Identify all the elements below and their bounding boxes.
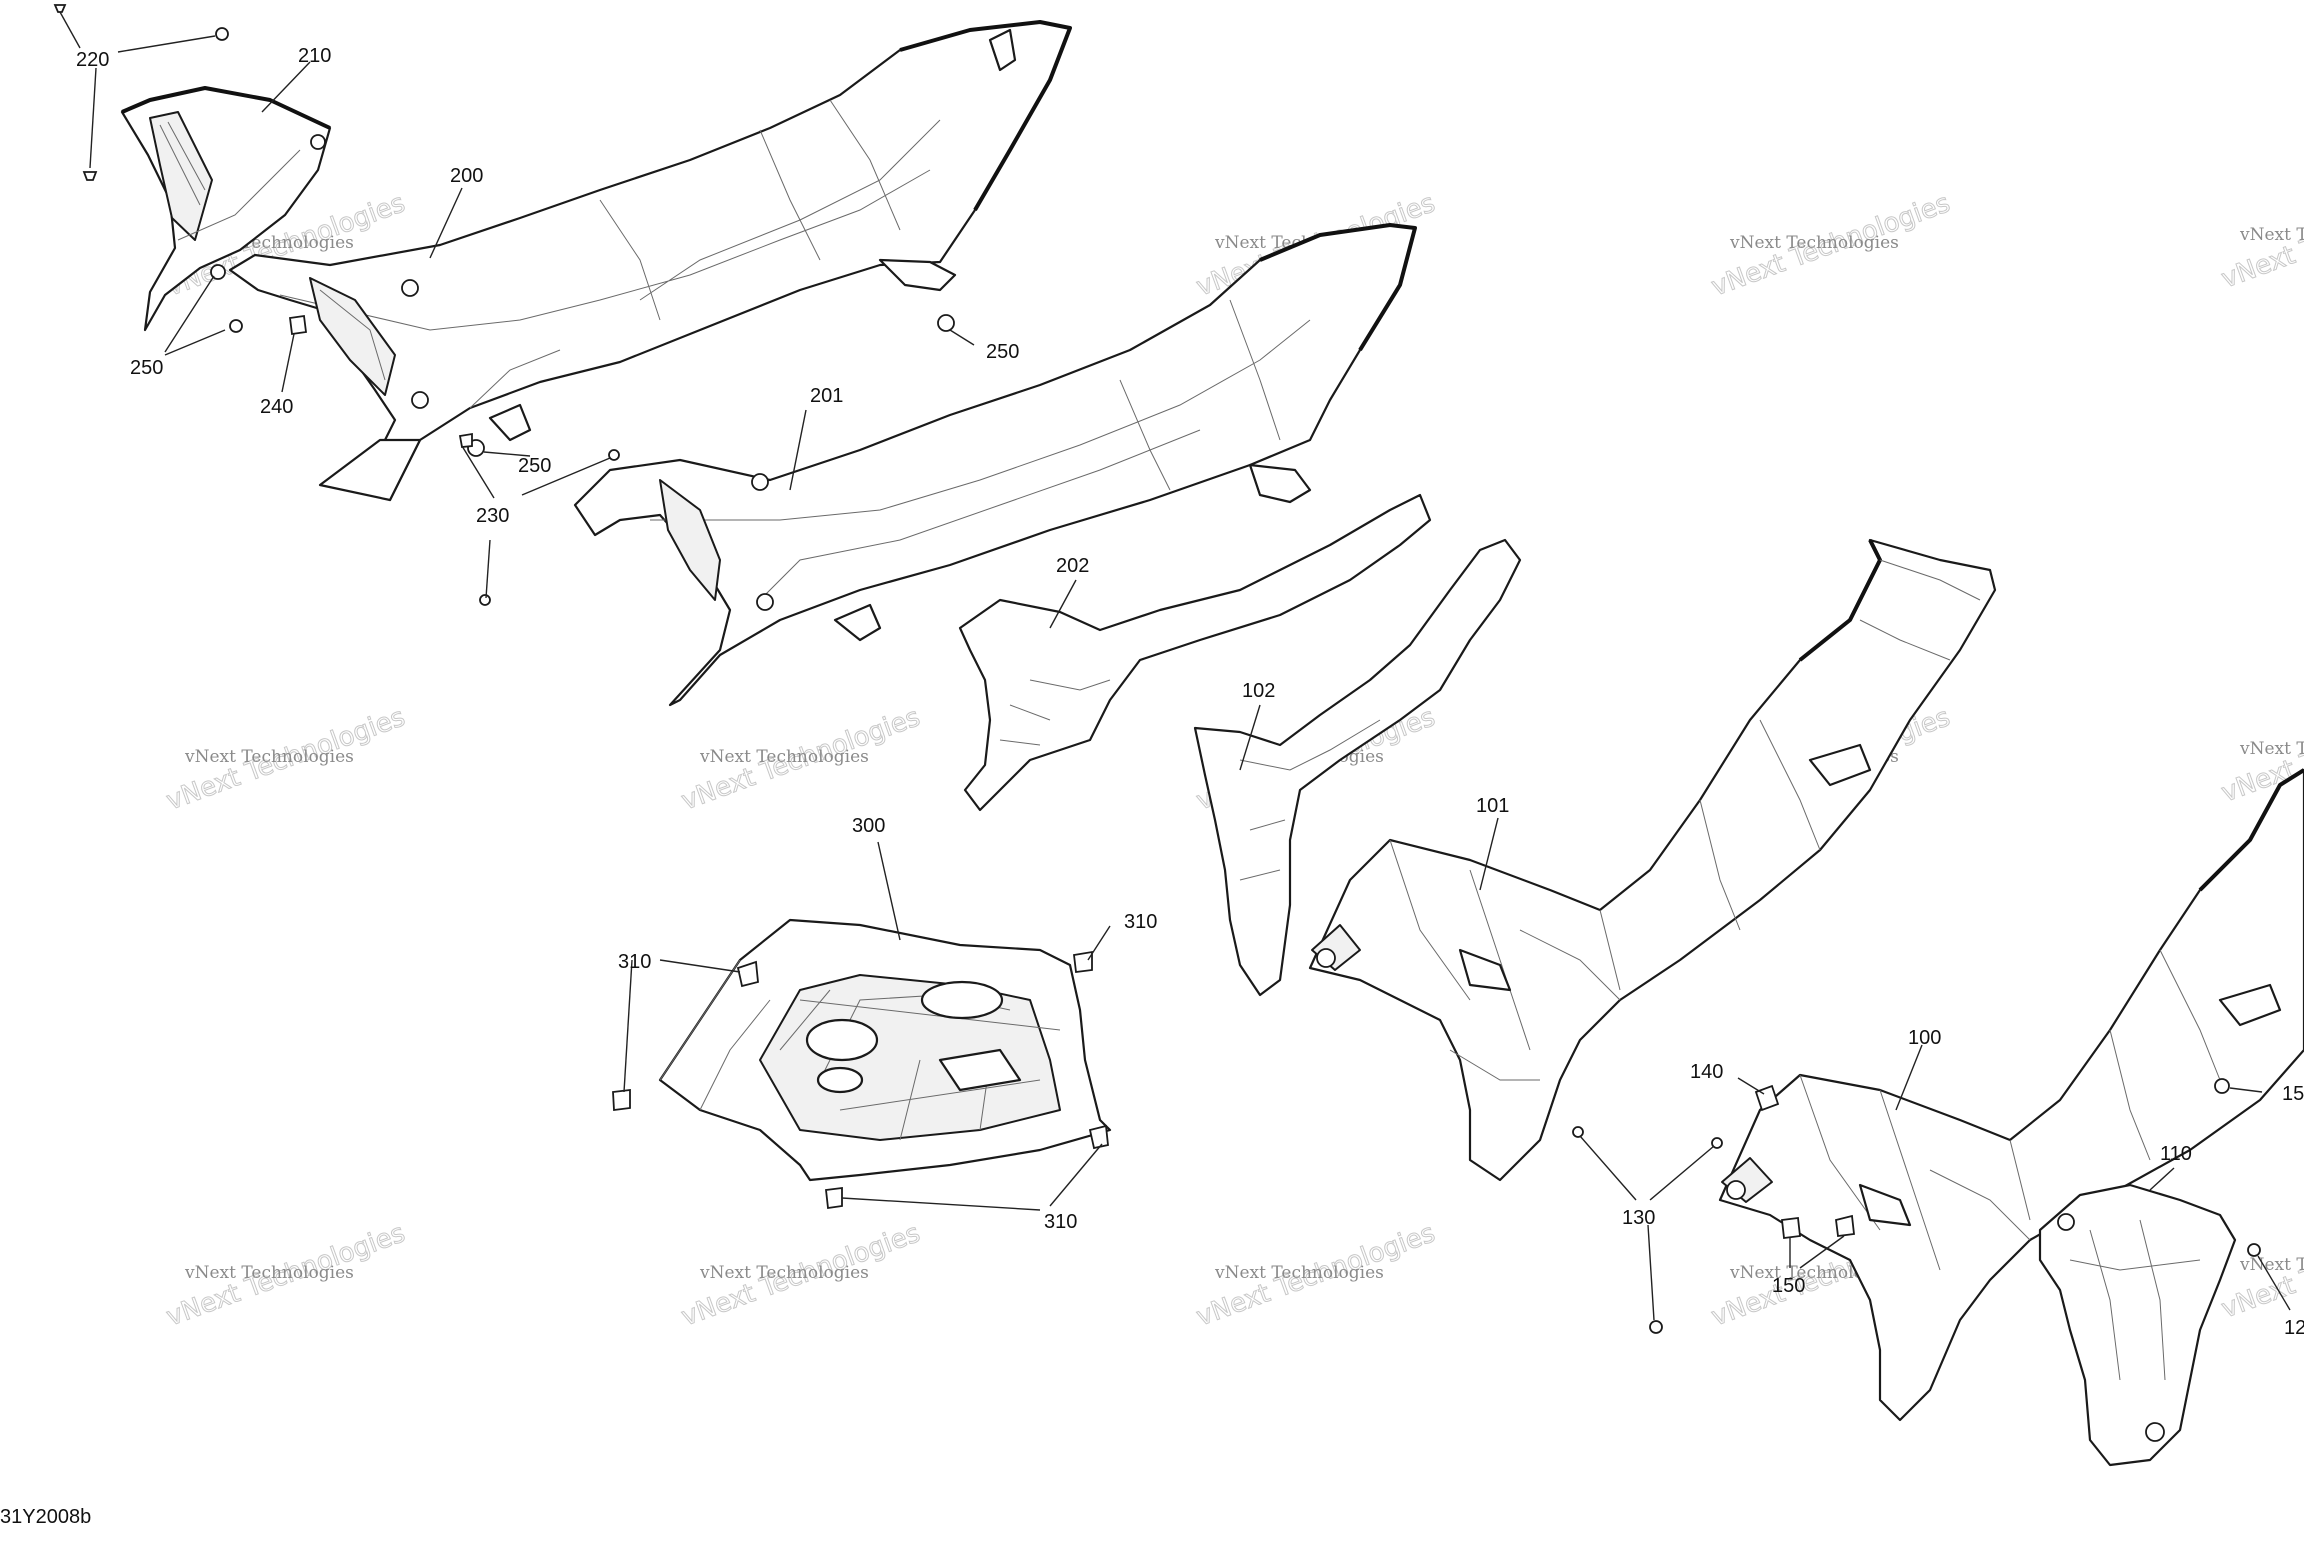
clip-icon bbox=[825, 1186, 843, 1210]
callout-300: 300 bbox=[852, 815, 885, 837]
clip-icon bbox=[1073, 950, 1093, 974]
watermark: vNext Technologies vNext Technologies bbox=[677, 1218, 924, 1333]
hole-icon bbox=[1316, 948, 1336, 968]
hole-icon bbox=[1726, 1180, 1746, 1200]
callout-15: 15 bbox=[2282, 1083, 2304, 1105]
svg-text:vNext Technologies: vNext Technologies bbox=[184, 747, 354, 767]
callout-12: 12 bbox=[2284, 1317, 2304, 1339]
part-210-side-vent-panel bbox=[120, 86, 332, 332]
callout-240: 240 bbox=[260, 396, 293, 418]
hole-icon bbox=[411, 391, 429, 409]
watermark: vNext Technologies vNext Technologies bbox=[1192, 1218, 1439, 1333]
hole-icon bbox=[2145, 1422, 2165, 1442]
callout-110: 110 bbox=[2160, 1143, 2192, 1165]
clip-icon bbox=[1835, 1214, 1855, 1238]
nut-icon bbox=[937, 314, 955, 332]
nut-icon bbox=[1711, 1137, 1723, 1149]
callout-250: 250 bbox=[518, 455, 551, 477]
svg-text:vNext Technologies: vNext Technologies bbox=[1729, 233, 1899, 253]
callout-250: 250 bbox=[986, 341, 1019, 363]
watermark: vNext Technologies vNext Technologies bbox=[162, 702, 409, 817]
clip-icon bbox=[1088, 1124, 1109, 1150]
nut-icon bbox=[229, 319, 243, 333]
clip-icon bbox=[736, 960, 759, 988]
callout-100: 100 bbox=[1908, 1027, 1941, 1049]
nut-icon bbox=[1572, 1126, 1584, 1138]
hole-icon bbox=[751, 473, 769, 491]
callout-150: 150 bbox=[1772, 1275, 1805, 1297]
hole-icon bbox=[401, 279, 419, 297]
nut-icon bbox=[2214, 1078, 2230, 1094]
callout-labels: 220 210 200 250 240 250 250 230 201 202 … bbox=[76, 45, 2304, 1339]
nut-icon bbox=[210, 264, 226, 280]
nut-icon bbox=[479, 594, 491, 606]
watermark: vNext Technologies vNext Technologies bbox=[2217, 1210, 2304, 1325]
svg-text:vNext Technologies: vNext Technologies bbox=[2239, 739, 2304, 759]
part-100-lower-panel bbox=[1718, 768, 2304, 1422]
svg-text:vNext Technologies: vNext Technologies bbox=[2239, 225, 2304, 245]
callout-220: 220 bbox=[76, 49, 109, 71]
clip-icon bbox=[215, 27, 229, 41]
svg-text:vNext Technologies: vNext Technologies bbox=[1214, 1263, 1384, 1283]
part-202-liner bbox=[958, 493, 1432, 812]
hole-icon bbox=[2057, 1213, 2075, 1231]
clip-icon bbox=[288, 314, 308, 336]
callout-250: 250 bbox=[130, 357, 163, 379]
watermark: vNext Technologies vNext Technologies bbox=[677, 702, 924, 817]
clip-icon bbox=[1781, 1216, 1801, 1240]
callout-310: 310 bbox=[618, 951, 651, 973]
screw-icon bbox=[82, 171, 98, 181]
nut-icon bbox=[1649, 1320, 1663, 1334]
nut-icon bbox=[608, 449, 620, 461]
svg-text:vNext Technologies: vNext Technologies bbox=[699, 1263, 869, 1283]
part-200-side-panel-left bbox=[228, 20, 1072, 502]
part-101-lower-panel bbox=[1308, 538, 1997, 1182]
watermark: vNext Technologies vNext Technologies bbox=[1707, 188, 1954, 303]
svg-text:vNext Technologies: vNext Technologies bbox=[699, 747, 869, 767]
hole-icon bbox=[756, 593, 774, 611]
leader-lines bbox=[59, 11, 2291, 1321]
clip-icon bbox=[612, 1088, 631, 1112]
callout-102: 102 bbox=[1242, 680, 1275, 702]
clip-icon bbox=[458, 432, 473, 448]
callout-130: 130 bbox=[1622, 1207, 1655, 1229]
fasteners bbox=[53, 4, 2261, 1334]
callout-101: 101 bbox=[1476, 795, 1509, 817]
nut-icon bbox=[2247, 1243, 2261, 1257]
part-300-storage-tray bbox=[658, 918, 1112, 1182]
callout-210: 210 bbox=[298, 45, 331, 67]
callout-201: 201 bbox=[810, 385, 843, 407]
part-110-corner-panel bbox=[2038, 1183, 2237, 1467]
screw-icon bbox=[53, 4, 67, 13]
document-id: 31Y2008b bbox=[0, 1506, 91, 1528]
callout-200: 200 bbox=[450, 165, 483, 187]
callout-310: 310 bbox=[1124, 911, 1157, 933]
part-201-side-panel-right bbox=[573, 223, 1417, 707]
callout-310: 310 bbox=[1044, 1211, 1077, 1233]
part-102-liner bbox=[1193, 538, 1522, 997]
callout-230: 230 bbox=[476, 505, 509, 527]
svg-text:vNext Technologies: vNext Technologies bbox=[184, 1263, 354, 1283]
watermark: vNext Technologies vNext Technologies bbox=[162, 1218, 409, 1333]
watermark: vNext Technologies vNext Technologies bbox=[2217, 180, 2304, 295]
screw-icon bbox=[310, 134, 326, 150]
callout-202: 202 bbox=[1056, 555, 1089, 577]
callout-140: 140 bbox=[1690, 1061, 1723, 1083]
svg-text:vNext Technologies: vNext Technologies bbox=[2239, 1255, 2304, 1275]
